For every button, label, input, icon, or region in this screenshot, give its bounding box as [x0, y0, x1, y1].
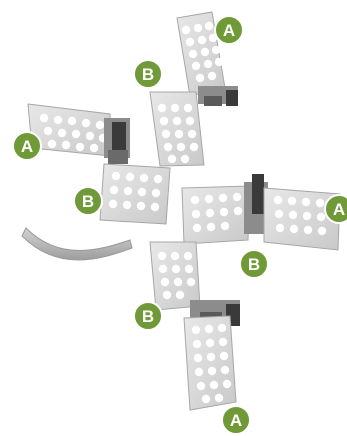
badge-b-right: B — [240, 250, 268, 278]
badge-b-left-label: B — [82, 192, 94, 211]
badge-a-top-label: A — [223, 21, 235, 40]
badge-a-left: A — [13, 132, 41, 160]
badge-a-right-label: A — [333, 200, 345, 219]
badge-a-bottom: A — [222, 406, 250, 434]
plate-top-b — [150, 92, 204, 166]
bottom-assembly — [150, 242, 240, 410]
badge-b-right-label: B — [248, 255, 260, 274]
curved-rail-icon — [22, 228, 132, 260]
bracket-left — [104, 118, 130, 164]
badge-a-top: A — [215, 16, 243, 44]
badge-b-top: B — [134, 60, 162, 88]
bracket-top — [198, 86, 238, 106]
right-assembly — [182, 174, 340, 250]
badge-b-bottom-label: B — [142, 307, 154, 326]
badge-b-top-label: B — [142, 65, 154, 84]
badge-a-bottom-label: A — [230, 411, 242, 430]
badge-a-left-label: A — [21, 137, 33, 156]
badge-b-bottom: B — [134, 302, 162, 330]
badge-b-left: B — [74, 187, 102, 215]
badge-a-right: A — [325, 195, 347, 223]
